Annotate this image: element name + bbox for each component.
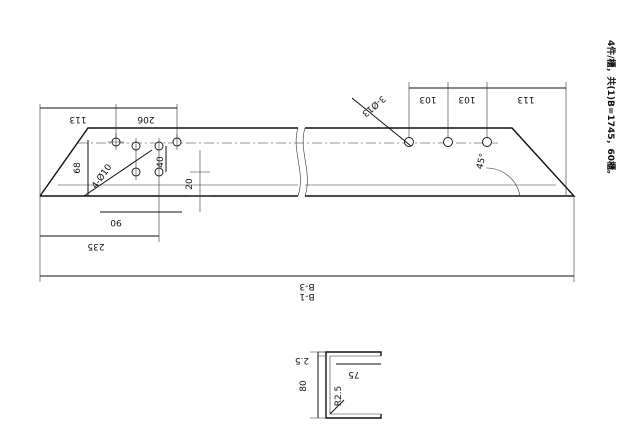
part-label: B-1 <box>299 291 314 301</box>
dim-235: 235 <box>87 241 104 251</box>
dim-40: 40 <box>156 156 166 168</box>
break-line-right <box>302 127 308 197</box>
hole-right-3 <box>482 137 492 147</box>
leader-holes-right <box>351 97 412 147</box>
dim-flange-75: 75 <box>348 369 359 379</box>
leader-holes-left <box>83 149 153 197</box>
main-view <box>39 127 576 212</box>
ext-overall <box>39 196 575 282</box>
dimension-lines <box>39 82 575 282</box>
hole-left-crosshairs <box>108 134 178 212</box>
ext-lines-top-left <box>39 104 178 196</box>
channel-inner <box>329 355 381 415</box>
radius-leader <box>329 399 345 415</box>
quantity-note: 4件/櫃，共(1)B=1745，60櫃。 <box>605 40 617 179</box>
ext-80 <box>310 351 326 419</box>
hole-right-2 <box>443 137 453 147</box>
right-outline <box>305 127 576 197</box>
break-line-left <box>295 127 301 197</box>
dim-90: 90 <box>110 217 122 227</box>
dim-103-a: 103 <box>419 94 436 104</box>
dimension-text: 113 206 68 4-Ø10 40 20 90 235 3-Ø13 103 … <box>69 93 534 301</box>
dim-113-left: 113 <box>69 114 86 124</box>
dim-thickness: 2.5 <box>295 355 309 365</box>
left-top-edge <box>39 127 298 197</box>
angle-45: 45° <box>475 152 489 170</box>
dim-20-line <box>190 150 210 212</box>
section-view: 2.5 75 80 R2.5 <box>295 351 382 419</box>
dim-113-right: 113 <box>517 94 534 104</box>
overall-dim-label: B-3 <box>299 281 314 291</box>
dim-20: 20 <box>185 178 195 190</box>
ext-thickness <box>318 351 326 357</box>
dim-web-80: 80 <box>299 380 309 392</box>
dim-68: 68 <box>73 162 83 174</box>
dim-103-b: 103 <box>458 94 475 104</box>
dim-206: 206 <box>137 114 154 124</box>
ext-lines-top-right <box>408 82 567 196</box>
channel-outer <box>325 351 382 419</box>
holes-left-label: 4-Ø10 <box>90 162 115 191</box>
dim-radius: R2.5 <box>334 386 344 407</box>
angle-arc <box>485 167 521 197</box>
